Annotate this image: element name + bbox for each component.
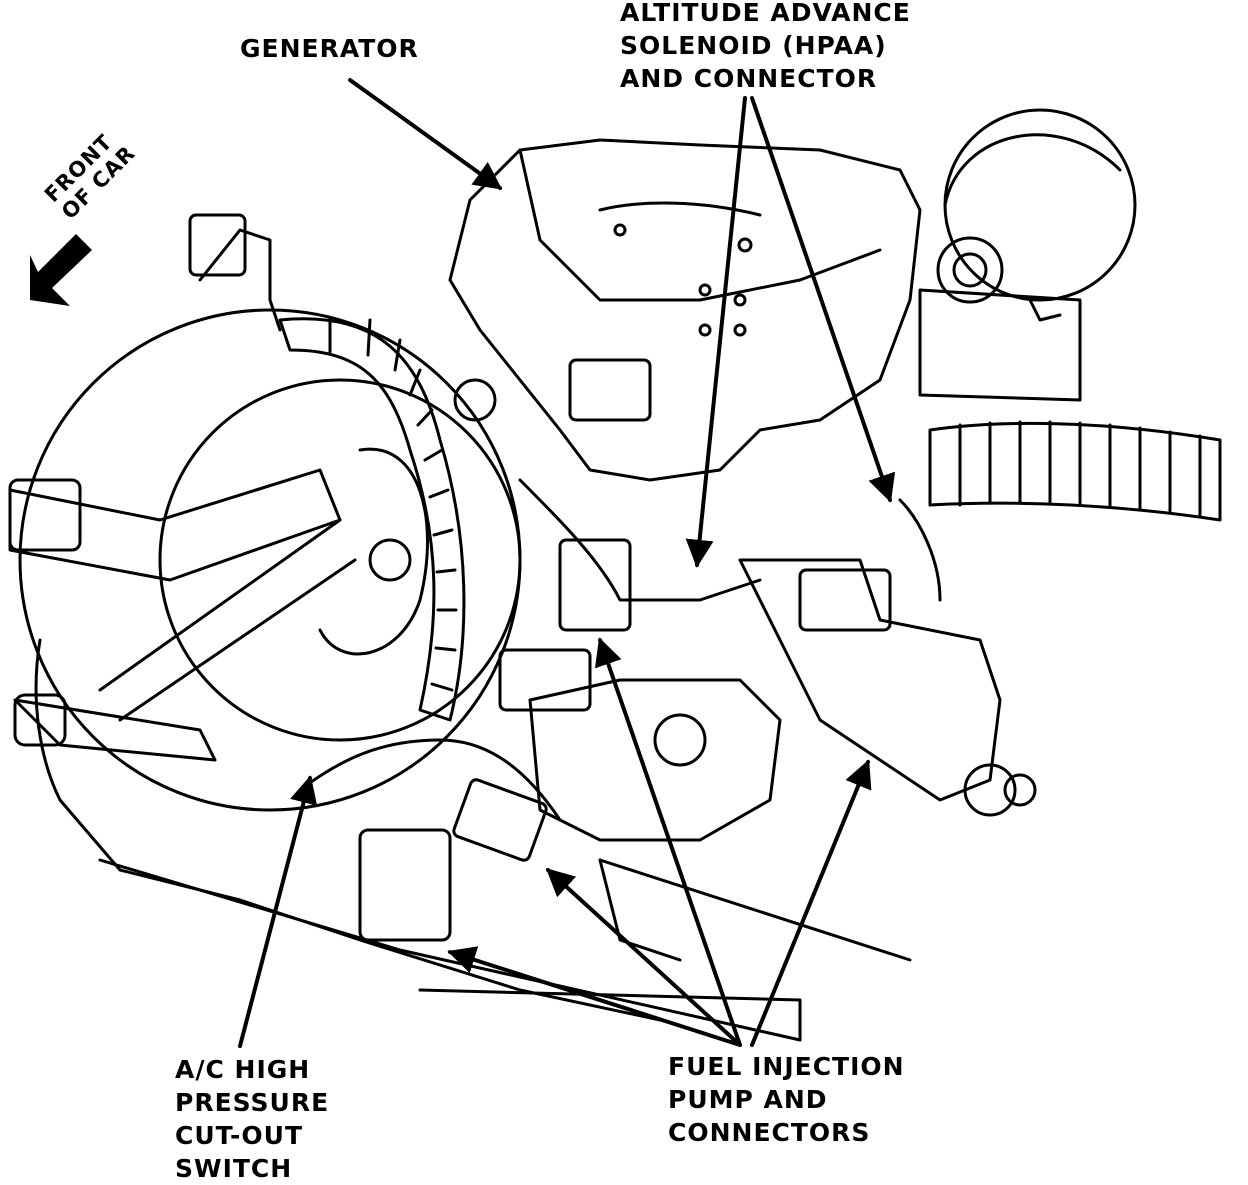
leader-ac-switch xyxy=(238,775,318,1048)
leader-pump-4 xyxy=(750,759,872,1047)
leader-pump-2 xyxy=(545,868,742,1047)
canister xyxy=(943,108,1137,302)
wiring-harness-corrugated xyxy=(278,317,466,722)
leader-hpaa-right xyxy=(750,96,896,503)
front-arrow-icon xyxy=(30,234,92,306)
ac-compressor xyxy=(18,308,522,812)
connector-lower xyxy=(358,828,452,942)
leader-generator xyxy=(348,78,503,190)
label-generator: GENERATOR xyxy=(240,34,419,63)
connector-main xyxy=(558,538,632,632)
fuel-injection-pump xyxy=(528,678,782,842)
leader-pump-1 xyxy=(595,637,742,1047)
label-ac-high-pressure-switch: A/C HIGH PRESSURE CUT-OUT SWITCH xyxy=(175,1055,330,1183)
ac-line-lower xyxy=(13,698,217,762)
generator-housing xyxy=(448,138,922,482)
corrugated-hose-right xyxy=(928,421,1222,522)
leader-pump-3 xyxy=(447,946,742,1047)
leader-hpaa-left xyxy=(685,96,747,568)
label-altitude-advance-solenoid: ALTITUDE ADVANCE SOLENOID (HPAA) AND CON… xyxy=(620,0,911,93)
label-fuel-injection-pump: FUEL INJECTION PUMP AND CONNECTORS xyxy=(668,1052,905,1147)
